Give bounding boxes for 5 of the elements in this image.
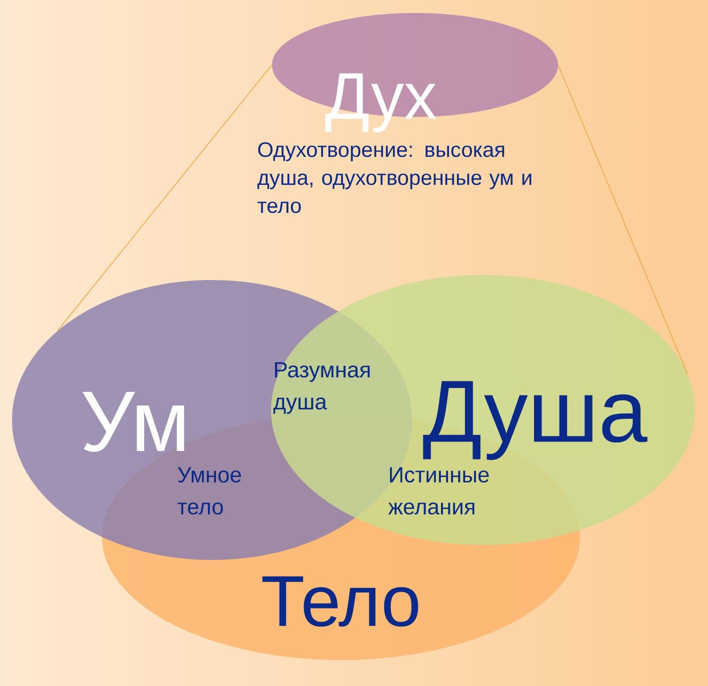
overlap-label: Разумная душа: [273, 362, 370, 414]
connector-line: [57, 64, 272, 332]
description-text: Одухотворение: высокая душа, одухотворенные ум и тело: [257, 142, 532, 214]
connector-line: [558, 64, 688, 374]
overlap-label: Умное тело: [178, 467, 241, 515]
